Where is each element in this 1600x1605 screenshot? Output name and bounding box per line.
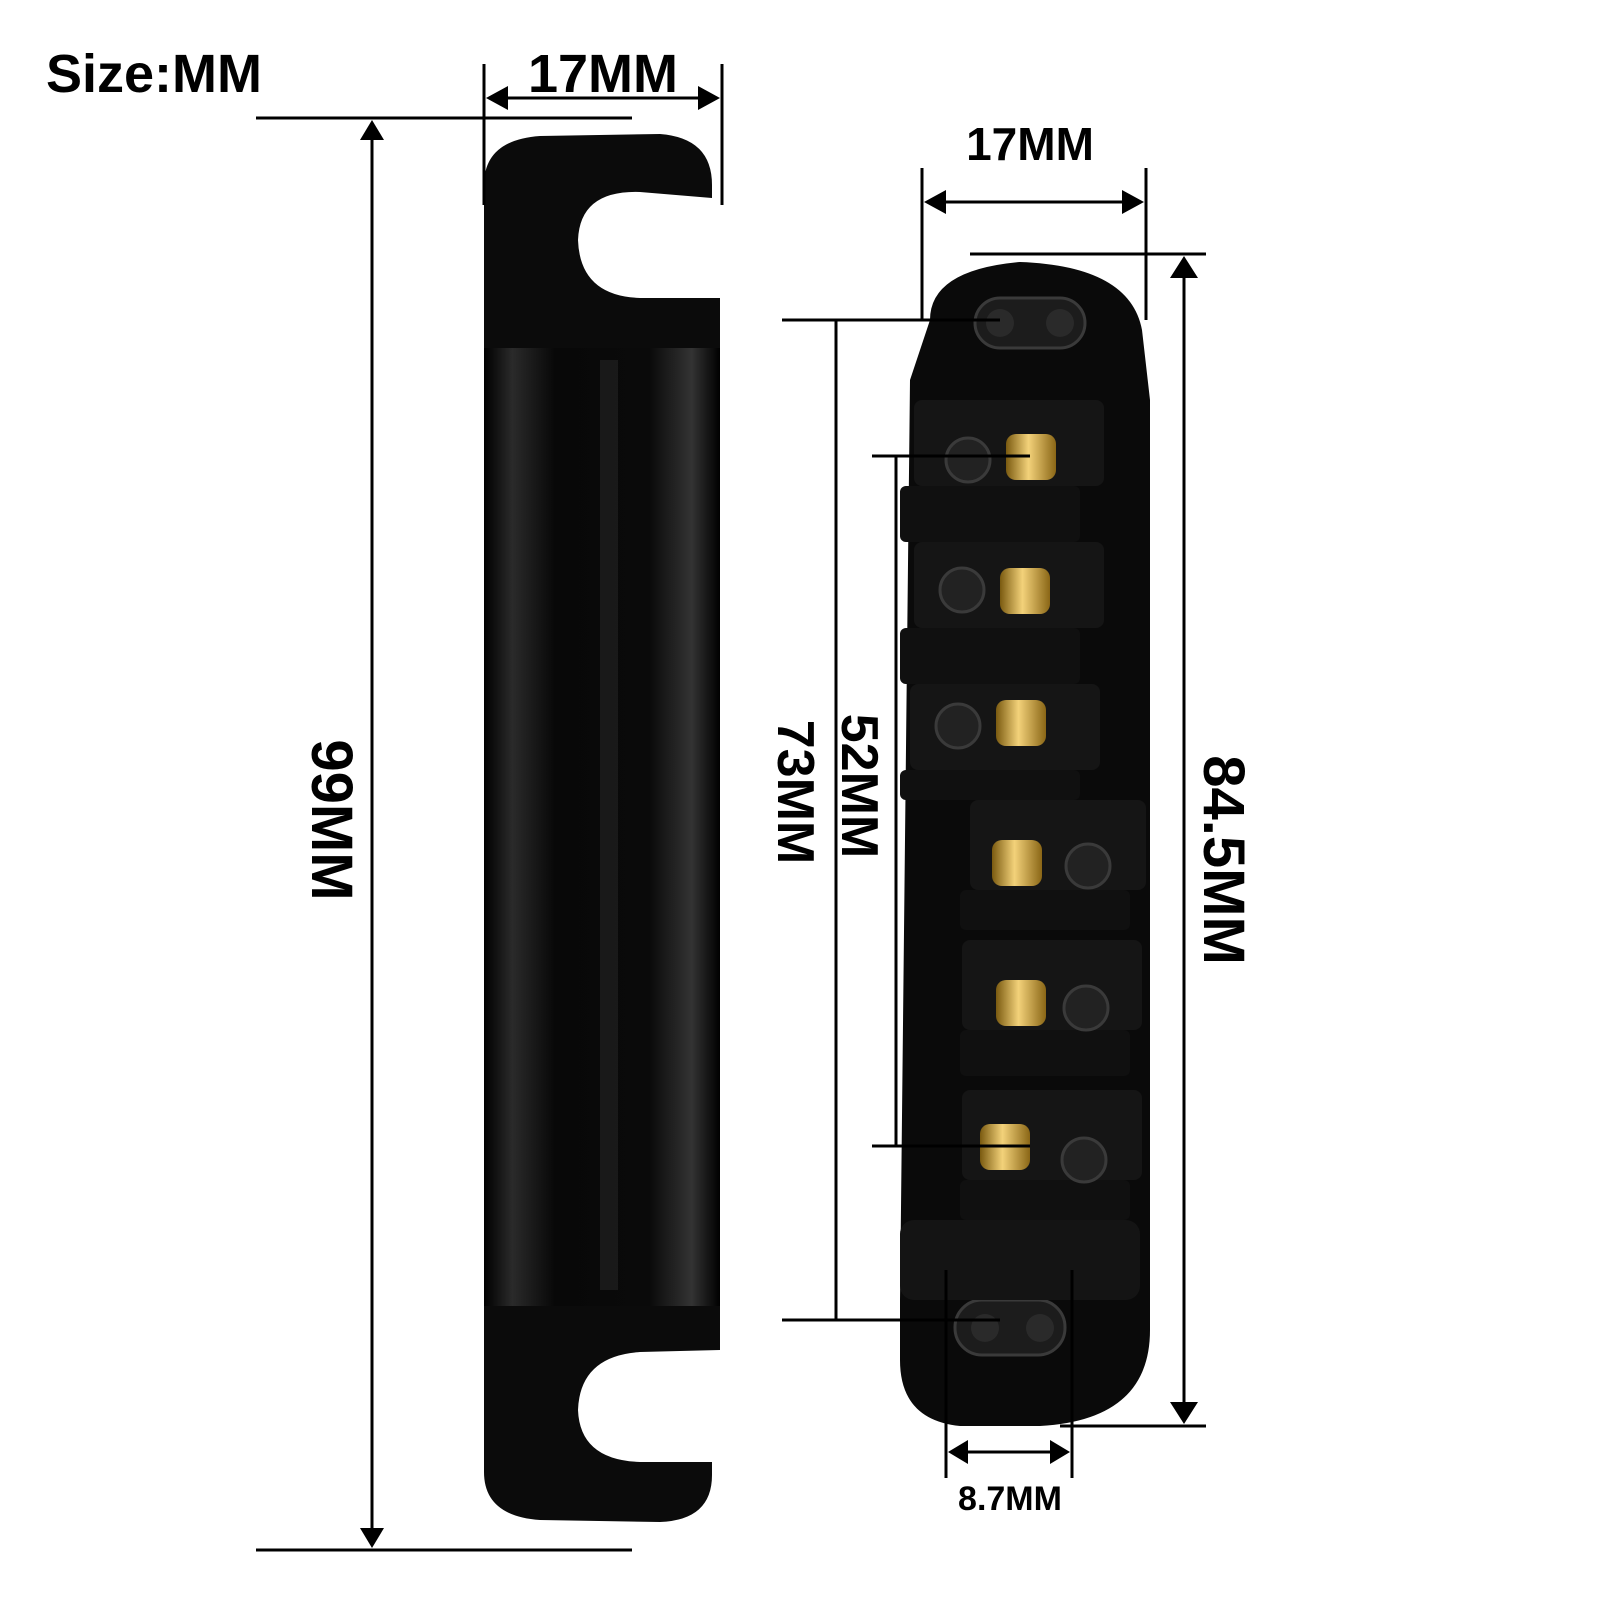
saddle-brass [1006, 434, 1056, 480]
size-label: Size:MM [46, 44, 262, 104]
saddle-brass [1000, 568, 1050, 614]
tailpiece-highlight [600, 360, 618, 1290]
top-post-screw-icon [986, 309, 1014, 337]
saddle-screw-icon [934, 702, 982, 750]
tailpiece-top-end [484, 134, 720, 348]
post-slot-dimension [944, 1270, 1074, 1478]
tailpiece-bottom-end [484, 1306, 720, 1522]
tailpiece-image [484, 134, 720, 1522]
bridge-length-dimension [970, 252, 1206, 1428]
saddle-screw-icon [1062, 984, 1110, 1032]
string-spread-dimension [872, 454, 1030, 1148]
tailpiece-width-dimension [482, 64, 724, 205]
saddle-brass [996, 980, 1046, 1026]
bridge-width-dimension [920, 168, 1148, 320]
post-slot-label: 8.7MM [958, 1480, 1062, 1518]
saddle-screw-icon [1060, 1136, 1108, 1184]
bottom-post-screw-icon [971, 1314, 999, 1342]
saddle-brass [992, 840, 1042, 886]
bridge-image [900, 262, 1150, 1426]
saddle-6 [960, 1090, 1142, 1220]
saddle-4 [960, 800, 1146, 930]
post-spacing-dimension [782, 318, 1000, 1322]
saddle-screw-icon [938, 566, 986, 614]
saddle-2 [900, 542, 1104, 684]
saddle-5 [960, 940, 1142, 1076]
string-spread-label: 52MM [830, 714, 888, 858]
tailpiece-length-label: 99MM [299, 739, 364, 900]
saddle-3 [900, 684, 1100, 800]
saddle-screw-icon [944, 436, 992, 484]
saddle-1 [900, 400, 1104, 542]
saddle-screw-icon [1064, 842, 1112, 890]
bridge-width-label: 17MM [966, 118, 1094, 170]
tailpiece-length-dimension [256, 116, 632, 1552]
bridge-length-label: 84.5MM [1191, 755, 1256, 965]
bridge-end-cap [900, 1220, 1140, 1300]
post-spacing-label: 73MM [766, 720, 824, 864]
saddle-brass [996, 700, 1046, 746]
tailpiece-width-label: 17MM [528, 44, 678, 104]
